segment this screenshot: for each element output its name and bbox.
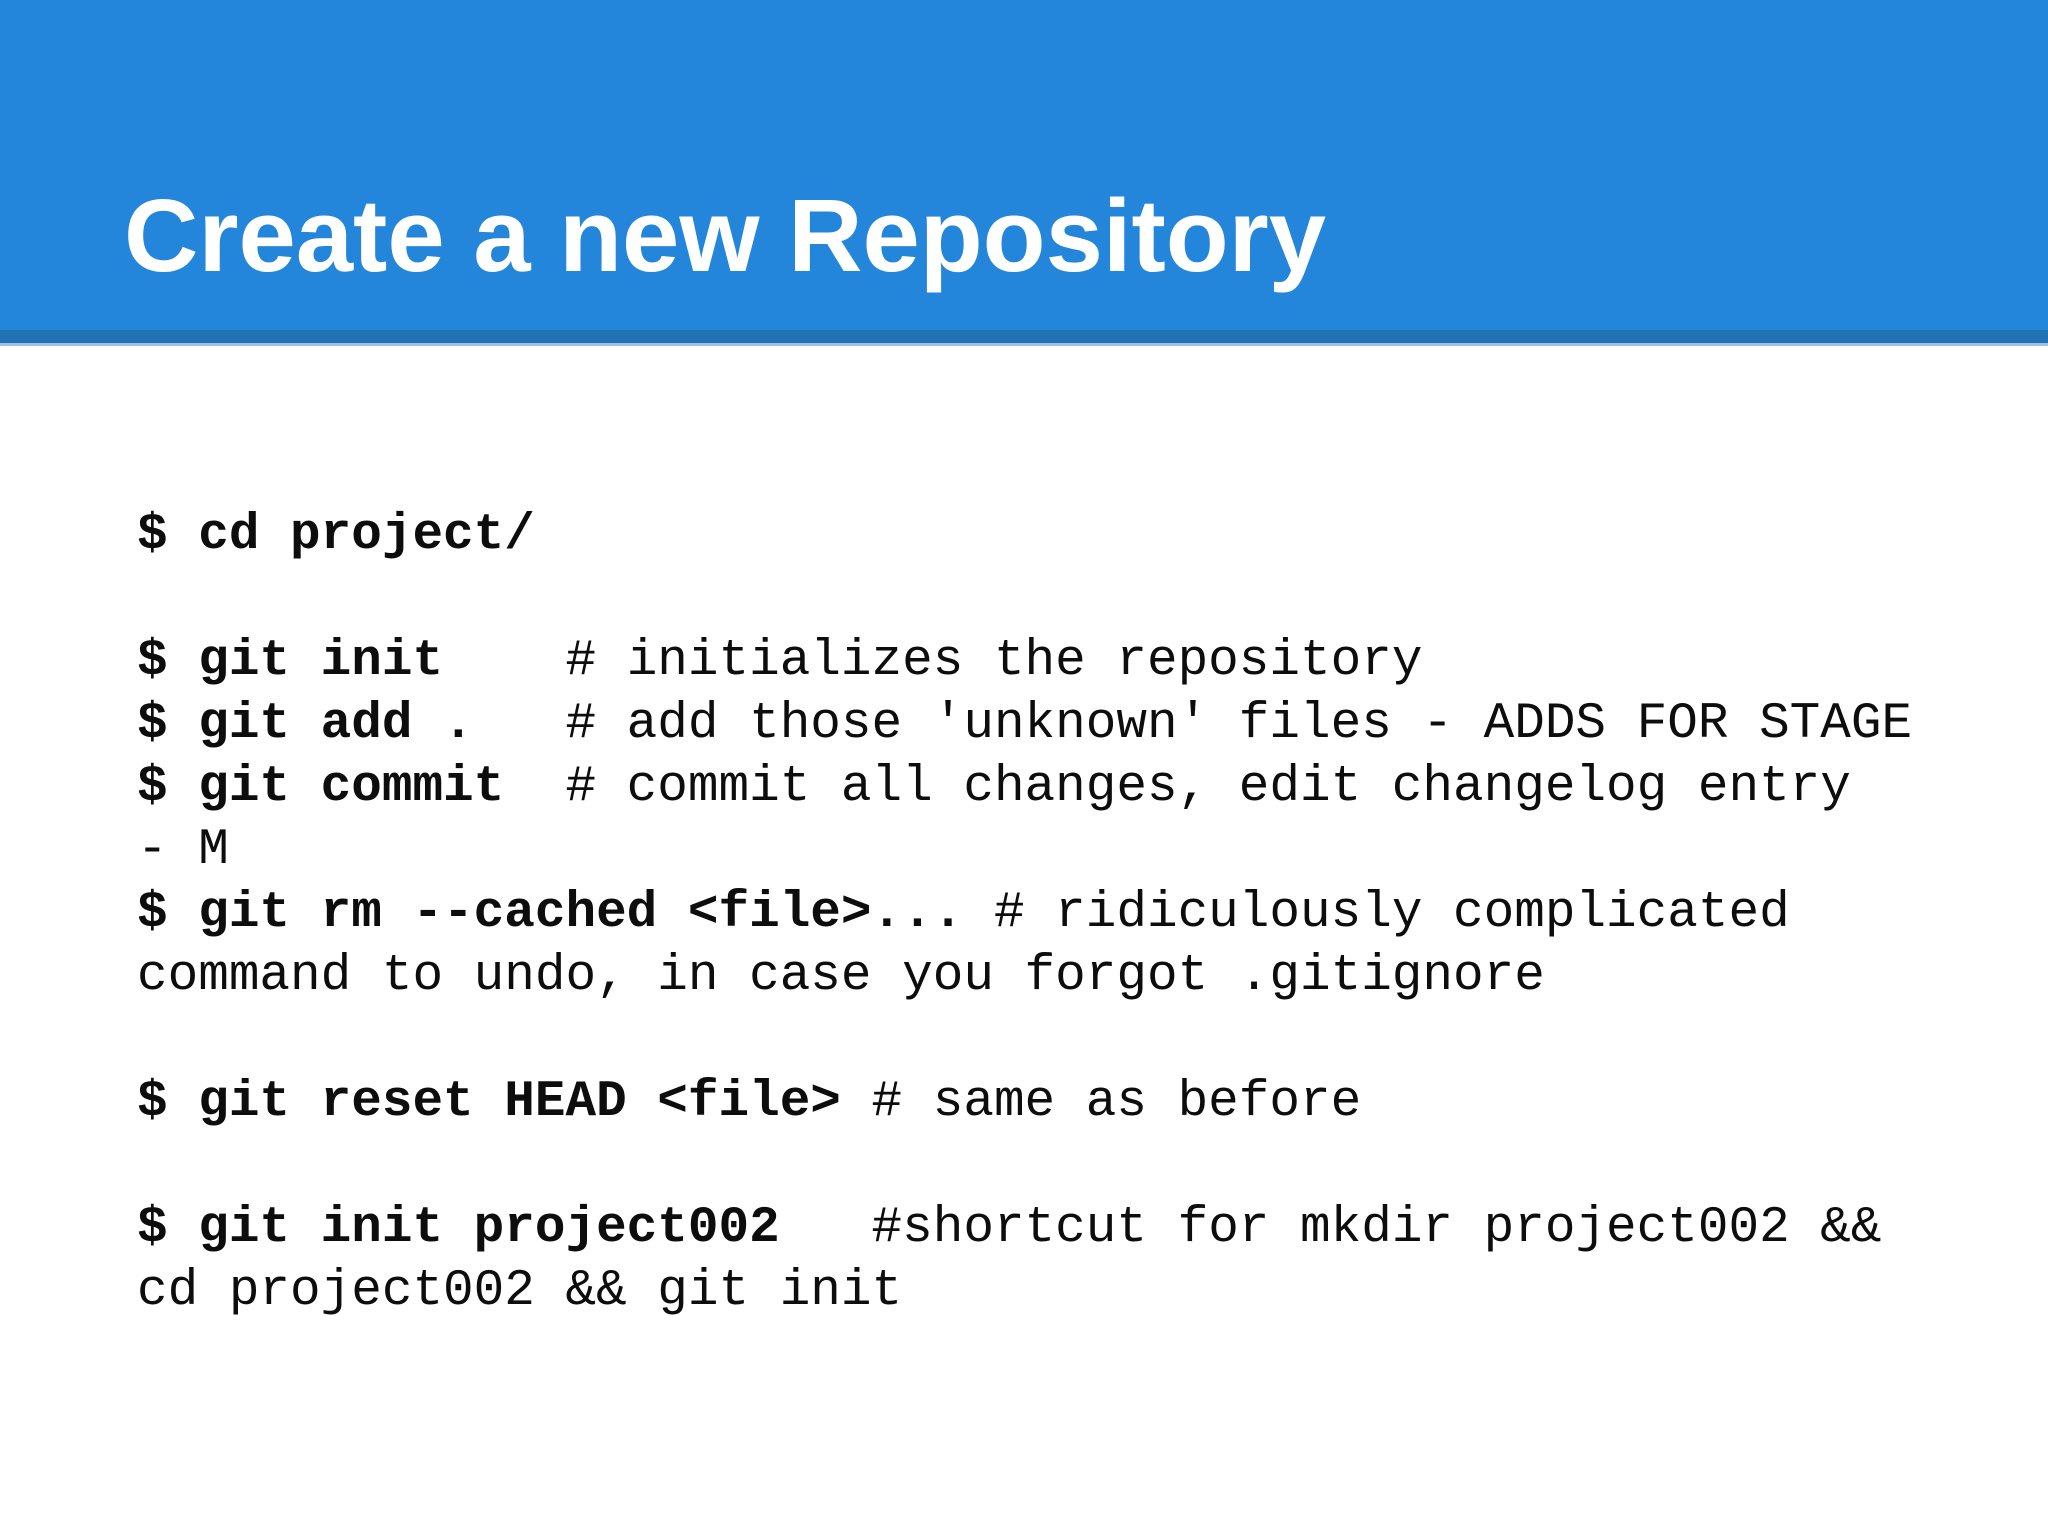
- slide-title: Create a new Repository: [124, 178, 1327, 293]
- comment-text: # commit all changes, edit changelog ent…: [504, 759, 1851, 816]
- title-bar-strip-edge: [0, 343, 2048, 346]
- terminal-line: $ git init project002 #shortcut for mkdi…: [137, 1197, 1937, 1260]
- command-text: $ git rm --cached <file>...: [137, 885, 964, 942]
- command-text: $ git add .: [137, 696, 474, 753]
- terminal-line: $ git commit # commit all changes, edit …: [137, 756, 1937, 819]
- title-bar-strip: [0, 330, 2048, 343]
- terminal-line: [137, 1008, 1937, 1071]
- command-text: $ git reset HEAD <file>: [137, 1074, 841, 1131]
- terminal-line: cd project002 && git init: [137, 1260, 1937, 1323]
- comment-text: cd project002 && git init: [137, 1263, 903, 1320]
- comment-text: #shortcut for mkdir project002 &&: [779, 1200, 1882, 1257]
- comment-text: # add those 'unknown' files - ADDS FOR S…: [473, 696, 1913, 753]
- comment-text: # ridiculously complicated: [963, 885, 1790, 942]
- terminal-line: $ git init # initializes the repository: [137, 630, 1937, 693]
- terminal-line: command to undo, in case you forgot .git…: [137, 945, 1937, 1008]
- terminal-line: $ cd project/: [137, 504, 1937, 567]
- terminal-line: $ git add . # add those 'unknown' files …: [137, 693, 1937, 756]
- command-text: $ cd project/: [137, 507, 535, 564]
- title-bar: Create a new Repository: [0, 0, 2048, 330]
- comment-text: # same as before: [840, 1074, 1362, 1131]
- comment-text: # initializes the repository: [443, 633, 1423, 690]
- command-text: $ git init: [137, 633, 444, 690]
- terminal-text-block: $ cd project/ $ git init # initializes th…: [137, 504, 1937, 1323]
- terminal-line: - M: [137, 819, 1937, 882]
- terminal-line: [137, 567, 1937, 630]
- comment-text: - M: [137, 822, 229, 879]
- terminal-line: $ git reset HEAD <file> # same as before: [137, 1071, 1937, 1134]
- terminal-line: [137, 1134, 1937, 1197]
- terminal-line: $ git rm --cached <file>... # ridiculous…: [137, 882, 1937, 945]
- command-text: $ git init project002: [137, 1200, 780, 1257]
- comment-text: command to undo, in case you forgot .git…: [137, 948, 1545, 1005]
- command-text: $ git commit: [137, 759, 505, 816]
